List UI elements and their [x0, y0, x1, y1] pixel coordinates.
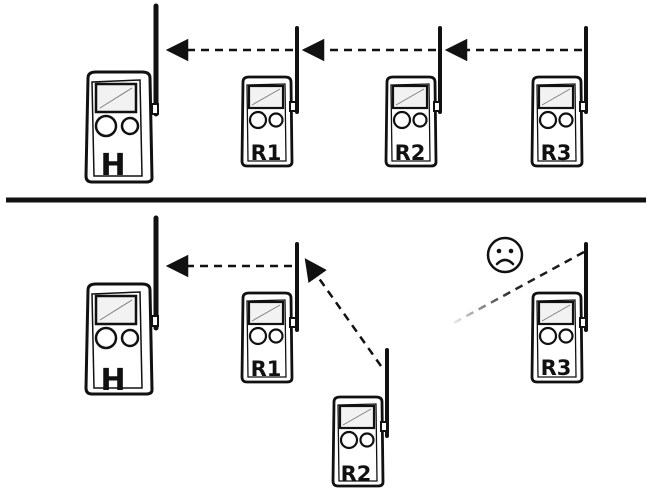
- bottom-relay3-label: R3: [541, 356, 572, 380]
- bottom-relay3-radio: R3: [530, 242, 588, 384]
- bottom-relay1-radio: R1: [240, 242, 299, 384]
- top-relay1-label: R1: [251, 141, 282, 165]
- bottom-hub-label: H: [100, 363, 125, 398]
- top-relay3-label: R3: [541, 141, 572, 165]
- bottom-relay2-label: R2: [341, 462, 372, 486]
- bottom-arrow-r2-to-r1: [304, 258, 383, 367]
- bottom-scene: H R1 R2 R3: [84, 215, 588, 488]
- top-relay3-radio: R3: [530, 26, 588, 168]
- bottom-broken-link-r3: [447, 250, 585, 328]
- bottom-hub-radio: H: [84, 215, 160, 398]
- bottom-relay1-label: R1: [251, 357, 282, 381]
- sad-face-icon: [486, 236, 524, 274]
- top-relay2-label: R2: [395, 141, 426, 165]
- top-scene: H R1 R2 R3: [84, 3, 588, 184]
- top-relay1-radio: R1: [240, 26, 299, 168]
- top-relay2-radio: R2: [384, 26, 442, 168]
- top-hub-radio: H: [84, 3, 160, 184]
- top-hub-label: H: [100, 148, 125, 183]
- bottom-relay2-radio: R2: [331, 348, 389, 488]
